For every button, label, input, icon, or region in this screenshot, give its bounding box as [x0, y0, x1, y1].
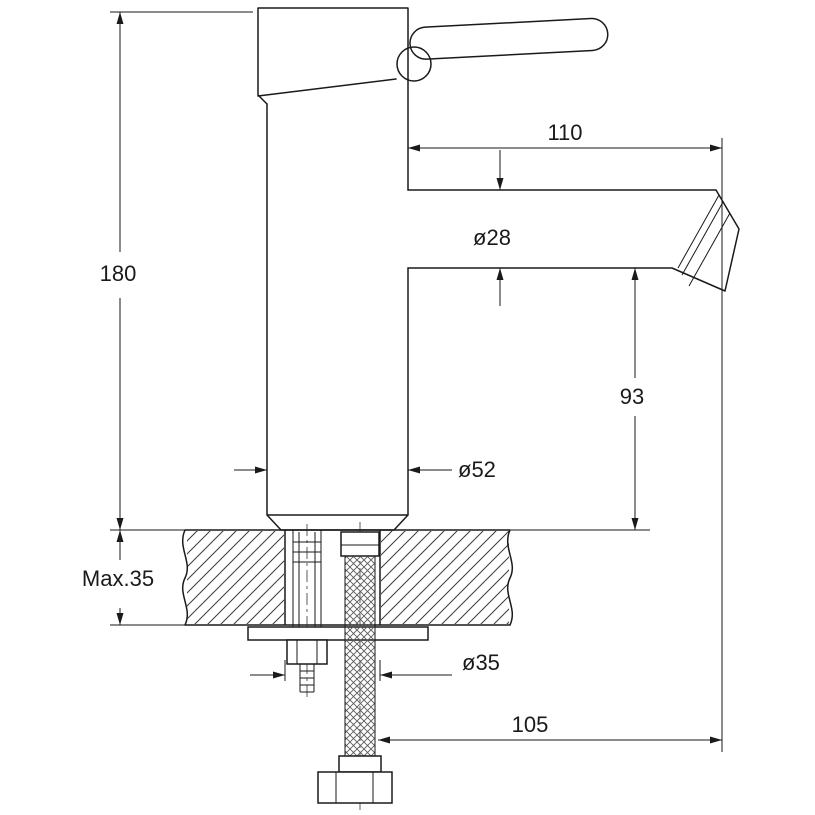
dim-label-mounting-hole: ø35: [462, 650, 500, 675]
hose-top-fitting: [340, 531, 380, 557]
dim-93-lines: [510, 268, 650, 531]
mounting-hardware: [247, 530, 429, 693]
mounting-flange: [247, 626, 429, 641]
dimension-spout-height: 93: [510, 268, 650, 531]
hose-collar: [338, 755, 382, 773]
hose-end-nut-facets: [335, 772, 374, 803]
head-outline: [257, 7, 409, 191]
dim-label-spout-height: 93: [620, 384, 644, 409]
dim-180-lines: [110, 11, 253, 531]
dimension-overall-height: 180: [100, 11, 253, 531]
threaded-stud-upper: [292, 530, 322, 627]
faucet-body: [266, 103, 409, 531]
dim-label-max-thickness: Max.35: [82, 566, 154, 591]
dim-label-spout-diameter: ø28: [473, 225, 511, 250]
lever-handle: [409, 17, 609, 60]
faucet-spout: [407, 189, 740, 292]
faucet-head: [257, 7, 609, 191]
dimension-hose-offset: 105: [378, 712, 722, 744]
dim-o35-lines: [250, 660, 452, 681]
mounting-nut-facets: [296, 640, 318, 664]
mounting-nut: [286, 639, 328, 665]
dim-label-spout-reach: 110: [547, 120, 582, 145]
dim-o52-arrows: [255, 466, 420, 474]
hose-end-nut: [317, 771, 393, 804]
countertop-section: [182, 529, 513, 626]
dim-label-hose-offset: 105: [512, 712, 549, 737]
dimension-mounting-hole: ø35: [250, 650, 500, 681]
dimension-spout-reach: 110: [408, 120, 723, 752]
dim-label-body-diameter: ø52: [458, 457, 496, 482]
dim-110-lines: [408, 138, 723, 752]
dim-label-overall-height: 180: [100, 261, 137, 286]
hose-braid: [344, 555, 376, 757]
dimension-max-thickness: Max.35: [82, 530, 186, 626]
dimension-body-diameter: ø52: [234, 457, 496, 482]
counter-hatch-left: [187, 531, 284, 624]
handle-pivot: [396, 46, 432, 82]
body-outline: [266, 103, 409, 531]
supply-hose: [317, 531, 393, 804]
spout-outline: [407, 189, 740, 292]
threaded-stud-lower: [299, 664, 315, 693]
aerator-stripes: [677, 194, 731, 287]
counter-hatch-right: [381, 531, 509, 624]
dimension-spout-diameter: ø28: [473, 150, 511, 306]
